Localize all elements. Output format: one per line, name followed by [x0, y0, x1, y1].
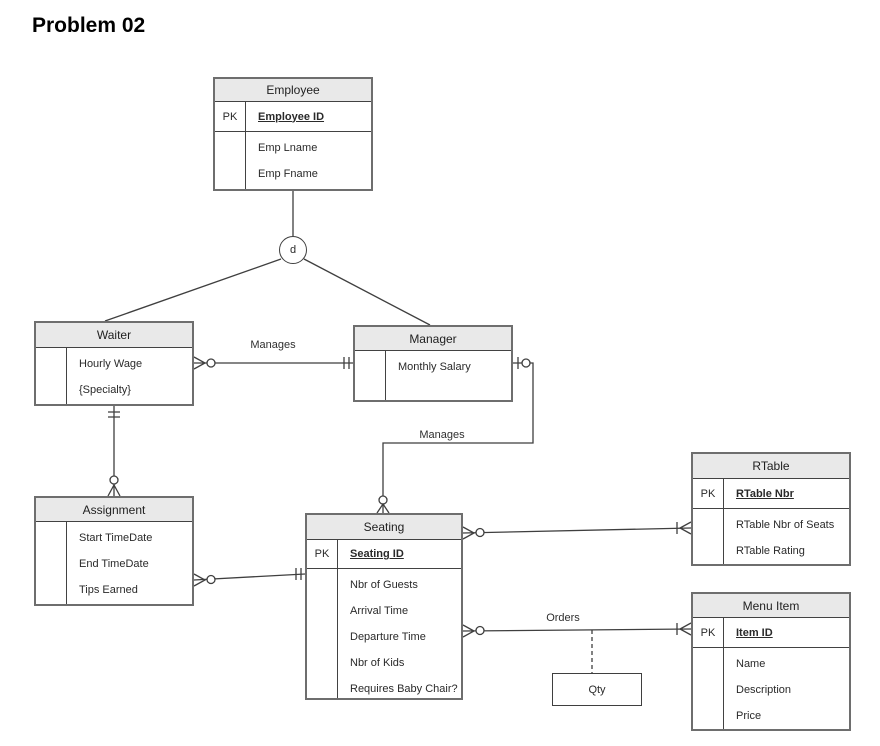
entity-menu-item: Menu Item PK Item ID Name Description Pr… — [691, 592, 851, 731]
crowfoot-seating-top — [376, 502, 390, 514]
pk-column-spacer — [36, 522, 67, 604]
zero-circle-seating-right-bottom — [475, 625, 485, 636]
entity-waiter: Waiter Hourly Wage {Specialty} — [34, 321, 194, 406]
entity-rtable-title: RTable — [693, 454, 849, 479]
entity-menu-item-title: Menu Item — [693, 594, 849, 618]
subtype-disjoint-circle: d — [279, 236, 307, 264]
pk-badge: PK — [307, 540, 338, 568]
pk-column-spacer — [307, 569, 338, 698]
pk-badge: PK — [215, 102, 246, 131]
crowfoot-rtable — [678, 521, 692, 535]
attribute: RTable Nbr of Seats — [736, 519, 835, 531]
attribute: Nbr of Kids — [350, 657, 405, 669]
attribute: Description — [736, 684, 792, 696]
relationship-label-manages-seating: Manages — [417, 429, 467, 441]
edge-assignment-seating — [193, 573, 306, 581]
qty-box: Qty — [552, 673, 642, 706]
attribute: Emp Lname — [258, 142, 318, 154]
one-ticks-manager-left — [343, 357, 350, 369]
entity-employee: Employee PK Employee ID Emp Lname Emp Fn… — [213, 77, 373, 191]
zero-circle-manager-right — [521, 358, 531, 368]
relationship-label-orders: Orders — [544, 612, 582, 624]
crowfoot-assignment-right — [193, 573, 207, 587]
attribute: End TimeDate — [79, 558, 149, 570]
edge-seating-menuitem — [462, 628, 692, 632]
zero-circle-seating-top — [378, 495, 388, 505]
entity-employee-title: Employee — [215, 79, 371, 102]
pk-attribute: Item ID — [736, 626, 773, 639]
attribute: Nbr of Guests — [350, 579, 418, 591]
pk-column-spacer — [693, 648, 724, 729]
attribute: Arrival Time — [350, 605, 409, 617]
entity-seating: Seating PK Seating ID Nbr of Guests Arri… — [305, 513, 463, 700]
crowfoot-assignment-top — [107, 483, 121, 497]
crowfoot-waiter — [193, 356, 207, 370]
crowfoot-seating-right-bottom — [462, 624, 476, 638]
pk-attribute: Seating ID — [350, 548, 404, 560]
attribute: RTable Rating — [736, 545, 805, 557]
pk-attribute: Employee ID — [258, 110, 325, 123]
one-ticks-waiter-bottom — [108, 411, 120, 418]
edge-seating-rtable — [462, 527, 692, 534]
entity-manager: Manager Monthly Salary — [353, 325, 513, 402]
entity-assignment-title: Assignment — [36, 498, 192, 522]
pk-column-spacer — [693, 509, 724, 564]
pk-badge: PK — [693, 618, 724, 647]
zero-circle-assignment-right — [206, 574, 216, 585]
edge-subtype-manager — [303, 258, 431, 326]
entity-rtable: RTable PK RTable Nbr RTable Nbr of Seats… — [691, 452, 851, 566]
attribute: Name — [736, 658, 766, 670]
pk-attribute: RTable Nbr — [736, 487, 794, 500]
entity-seating-title: Seating — [307, 515, 461, 540]
page-title: Problem 02 — [32, 14, 146, 37]
crowfoot-seating-right-top — [462, 526, 476, 540]
attribute: Departure Time — [350, 631, 426, 643]
entity-manager-title: Manager — [355, 327, 511, 351]
relationship-label-manages-waiter: Manages — [248, 339, 298, 351]
attribute: Price — [736, 710, 762, 722]
pk-column-spacer — [355, 351, 386, 400]
crowfoot-menuitem — [678, 622, 692, 636]
entity-waiter-title: Waiter — [36, 323, 192, 348]
entity-assignment: Assignment Start TimeDate End TimeDate T… — [34, 496, 194, 606]
attribute: Start TimeDate — [79, 532, 153, 544]
zero-circle-seating-right-top — [475, 527, 485, 538]
pk-column-spacer — [36, 348, 67, 404]
edge-subtype-waiter — [104, 258, 282, 322]
attribute: Requires Baby Chair? — [350, 683, 458, 695]
attribute: Monthly Salary — [398, 361, 471, 373]
pk-badge: PK — [693, 479, 724, 508]
pk-column-spacer — [215, 132, 246, 189]
attribute: {Specialty} — [79, 384, 131, 396]
attribute: Hourly Wage — [79, 358, 143, 370]
attribute: Tips Earned — [79, 584, 138, 596]
zero-circle-waiter — [206, 358, 216, 368]
attribute: Emp Fname — [258, 168, 318, 180]
zero-circle-assignment-top — [109, 475, 119, 485]
one-ticks-seating-left — [295, 568, 302, 580]
